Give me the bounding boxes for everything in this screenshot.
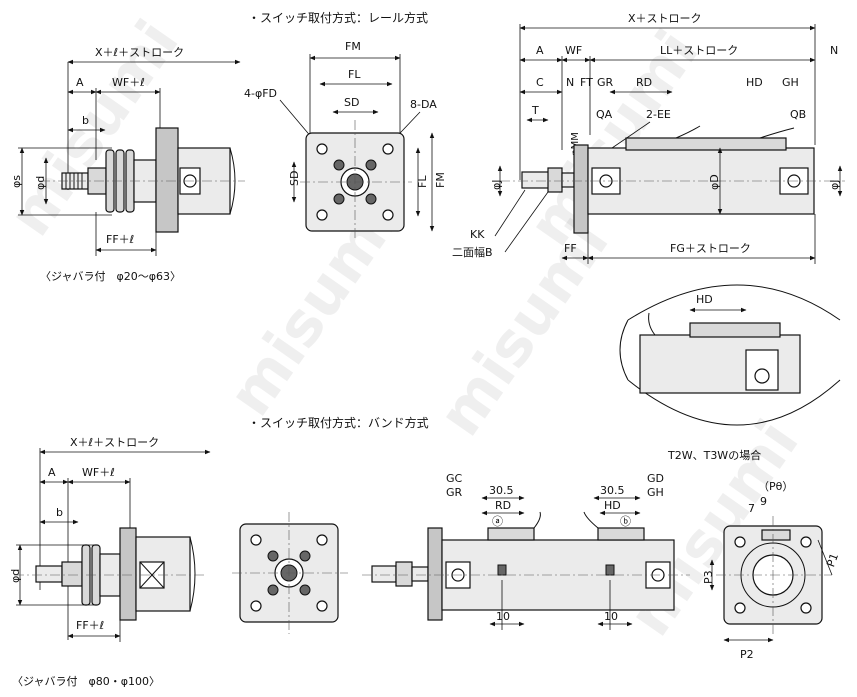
dim-label: WF＋ℓ: [112, 76, 145, 89]
rear-view-band: （Pθ） 7 9 P1 P2 P3: [702, 480, 841, 661]
dim-label: GH: [782, 76, 799, 89]
caption-bellows-small: 〈ジャバラ付 φ20～φ63〉: [40, 270, 181, 283]
dim-label: SD: [288, 171, 301, 186]
watermark-text: misumi: [425, 208, 623, 449]
dim-label: 7: [748, 502, 755, 515]
dim-label: A: [48, 466, 56, 479]
dim-label: φs: [10, 175, 23, 188]
dim-label: φd: [9, 569, 22, 583]
front-view-rail: FM FL SD 4-φFD 8-DA SD FL FM: [244, 40, 447, 240]
dim-label: 9: [760, 495, 767, 508]
dim-label: φD: [708, 174, 721, 190]
dim-label: 4-φFD: [244, 87, 277, 100]
dim-label: 10: [604, 610, 618, 623]
dim-label: FG＋ストローク: [670, 242, 751, 255]
dim-label: FF: [564, 242, 577, 255]
dim-label: φJ: [490, 179, 503, 190]
dim-label: GR: [446, 486, 463, 499]
dim-label: WF: [565, 44, 582, 57]
dim-label: φd: [34, 176, 47, 190]
section-title-band: ・スイッチ取付方式：バンド方式: [248, 415, 429, 430]
dim-label: X＋ストローク: [628, 12, 702, 25]
dim-label: N: [830, 44, 838, 57]
dim-label: 8-DA: [410, 98, 437, 111]
dim-label: KK: [470, 228, 485, 241]
bellows-view-large: X＋ℓ＋ストローク A WF＋ℓ b φd FF＋ℓ 〈ジャバラ付 φ80・φ1…: [9, 436, 211, 688]
dim-label: GR: [597, 76, 614, 89]
dim-label: A: [76, 76, 84, 89]
dim-label: 10: [496, 610, 510, 623]
front-view-band: [232, 512, 348, 634]
dim-label: HD: [604, 499, 621, 512]
dim-label: RD: [636, 76, 652, 89]
dim-label: FT: [580, 76, 593, 89]
dim-label: FF＋ℓ: [106, 233, 134, 246]
dim-label: LL＋ストローク: [660, 44, 738, 57]
dim-label: P3: [702, 570, 715, 584]
mark-b: ⓑ: [620, 515, 631, 528]
dim-label: （Pθ）: [758, 480, 793, 493]
side-view-band: GC GR 30.5 RD ⓐ 30.5 HD ⓑ GD GH 10: [362, 472, 690, 630]
dim-label: X＋ℓ＋ストローク: [95, 46, 184, 59]
dim-label: FM: [434, 172, 447, 188]
dim-label: C: [536, 76, 544, 89]
dim-label: GC: [446, 472, 463, 485]
dim-label: QB: [790, 108, 806, 121]
caption-bellows-large: 〈ジャバラ付 φ80・φ100〉: [12, 675, 160, 688]
bellows-view-small: X＋ℓ＋ストローク A WF＋ℓ b φs φd: [10, 46, 245, 283]
dim-label: HD: [696, 293, 713, 306]
mark-a: ⓐ: [492, 515, 503, 528]
dim-label: X＋ℓ＋ストローク: [70, 436, 159, 449]
section-title-rail: ・スイッチ取付方式：レール方式: [248, 10, 428, 25]
dim-label: GD: [647, 472, 664, 485]
dim-label: P1: [824, 551, 841, 568]
dim-label: GH: [647, 486, 664, 499]
dim-label: N: [566, 76, 574, 89]
dim-label: T: [531, 104, 539, 117]
side-view-rail: X＋ストローク A WF LL＋ストローク N C N FT GR RD HD …: [452, 12, 845, 264]
dim-label: A: [536, 44, 544, 57]
dim-label: b: [56, 506, 63, 519]
dim-label: φJ: [828, 179, 841, 190]
dim-label: FM: [345, 40, 361, 53]
dim-label: P2: [740, 648, 754, 661]
dim-label: 30.5: [600, 484, 625, 497]
caption-t2w: T2W、T3Wの場合: [667, 448, 761, 462]
detail-circle-t2w: HD T2W、T3Wの場合: [619, 284, 841, 462]
dim-label: FF＋ℓ: [76, 619, 104, 632]
dim-label: 二面幅B: [452, 246, 493, 259]
dim-label: HD: [746, 76, 763, 89]
dim-label: FL: [416, 175, 429, 188]
dim-label: b: [82, 114, 89, 127]
dim-label: RD: [495, 499, 511, 512]
dim-label: 2-EE: [646, 108, 671, 121]
dim-label: QA: [596, 108, 613, 121]
dim-label: FL: [348, 68, 361, 81]
dim-label: 30.5: [489, 484, 514, 497]
dim-label: φMM: [570, 132, 581, 156]
dim-label: SD: [344, 96, 359, 109]
dim-label: WF＋ℓ: [82, 466, 115, 479]
